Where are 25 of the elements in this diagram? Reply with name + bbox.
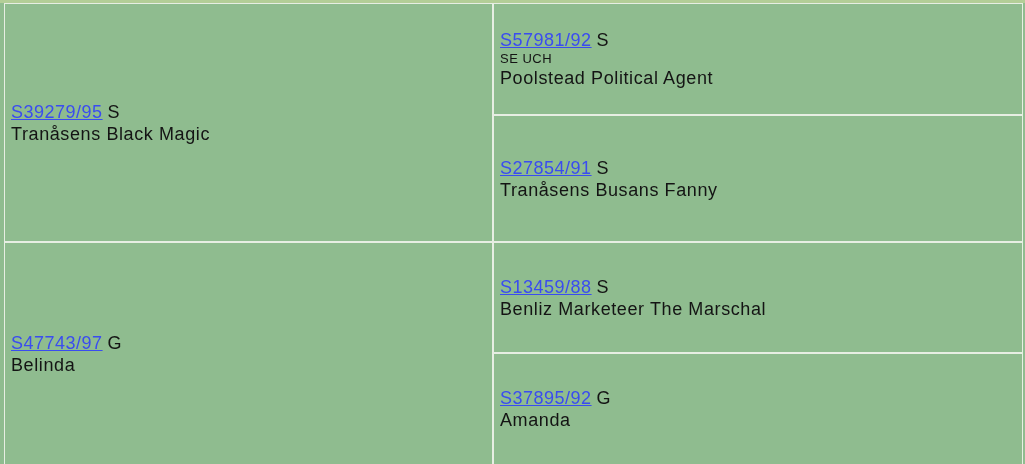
sex-code: S	[107, 100, 121, 123]
pedigree-cell	[493, 353, 1023, 464]
pedigree-cell	[4, 242, 493, 464]
registration-link: S47743/97	[11, 331, 103, 354]
registration-link: S37895/92	[500, 387, 592, 409]
pedigree-cell	[493, 242, 1023, 353]
championship-title: SE UCH	[500, 51, 553, 67]
dog-name: Poolstead Political Agent	[500, 67, 714, 89]
pedigree-cell	[493, 115, 1023, 242]
sex-code: G	[107, 331, 123, 354]
registration-link: S27854/91	[500, 156, 592, 179]
dog-name: Belinda	[11, 353, 76, 376]
pedigree-cell	[493, 3, 1023, 115]
sex-code: G	[596, 387, 612, 409]
dog-name: Tranåsens Black Magic	[11, 122, 210, 145]
dog-name: Tranåsens Busans Fanny	[500, 178, 718, 201]
sex-code: S	[596, 156, 610, 179]
sex-code: S	[596, 275, 610, 298]
dog-name: Benliz Marketeer The Marschal	[500, 297, 767, 320]
sex-code: S	[596, 29, 610, 51]
dog-name: Amanda	[500, 409, 571, 431]
registration-link: S13459/88	[500, 275, 592, 298]
registration-link: S57981/92	[500, 29, 592, 51]
pedigree-cell	[4, 3, 493, 242]
registration-link: S39279/95	[11, 100, 103, 123]
